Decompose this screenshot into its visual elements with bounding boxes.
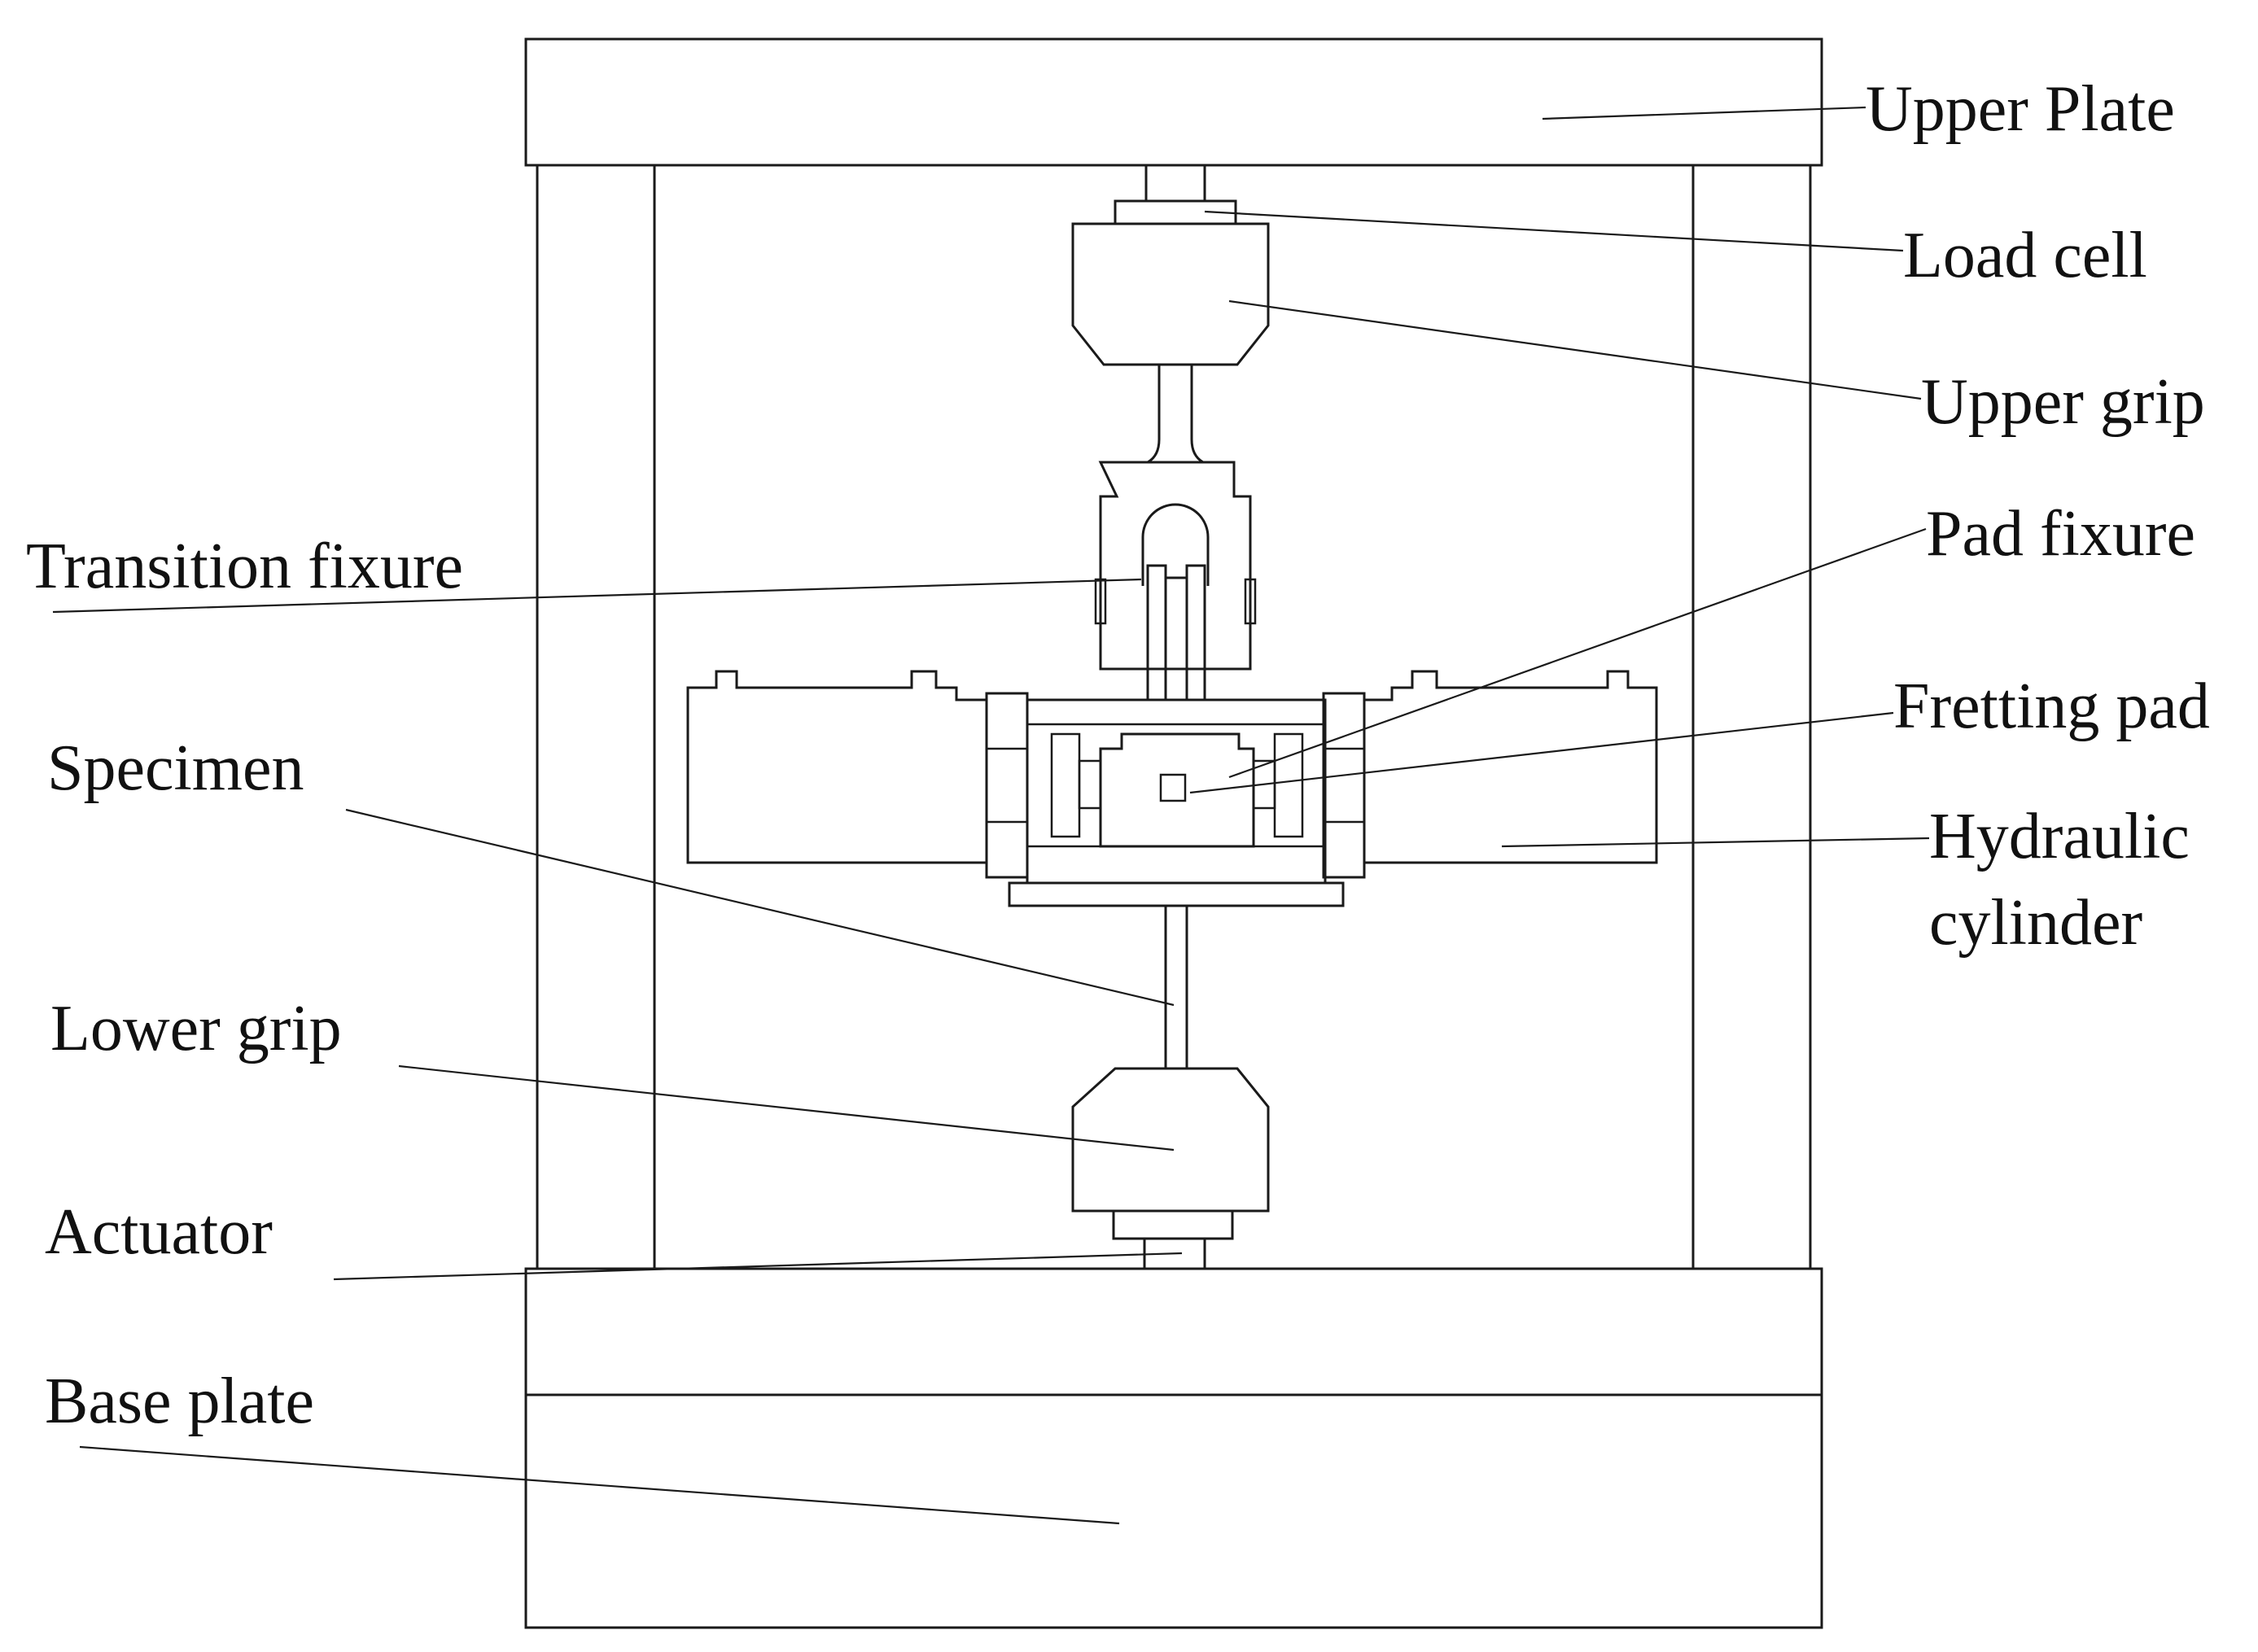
label-transition-fixure: Transition fixure	[26, 531, 463, 602]
transition-pin-right	[1244, 578, 1257, 625]
leader-transition-fixure	[52, 578, 1142, 614]
right-column	[1691, 164, 1812, 1270]
label-lower-grip: Lower grip	[50, 993, 342, 1064]
fretting-pad	[1159, 773, 1187, 802]
fixture-outer-frame	[1026, 698, 1327, 885]
pad-holder-right-outer	[1273, 732, 1304, 838]
specimen	[1164, 904, 1188, 1070]
fixture-side-block-left	[985, 692, 1029, 879]
load-cell-stem	[1144, 164, 1206, 203]
label-upper-grip: Upper grip	[1921, 366, 2205, 438]
label-hydraulic-cylinder-line1: Hydraulic	[1929, 801, 2190, 872]
pad-fixture-assembly	[985, 692, 1366, 907]
leader-lower-grip	[398, 1064, 1175, 1152]
upper-load-train	[1071, 164, 1270, 701]
lower-load-train	[1071, 904, 1270, 1270]
clevis-plate-center	[1164, 576, 1188, 701]
clevis-plate-left	[1146, 564, 1167, 701]
pad-fixure	[1099, 732, 1255, 848]
frame	[524, 37, 1823, 1629]
label-hydraulic-cylinder-line2: cylinder	[1929, 887, 2142, 959]
left-column	[536, 164, 656, 1270]
label-pad-fixure: Pad fixure	[1926, 498, 2195, 570]
label-base-plate: Base plate	[45, 1366, 314, 1437]
transition-fixure-slot	[1141, 503, 1210, 586]
leader-upper-grip	[1228, 299, 1922, 400]
leader-load-cell	[1204, 210, 1904, 252]
upper-grip	[1071, 222, 1270, 366]
pad-holder-left-outer	[1050, 732, 1081, 838]
upper-grip-neck	[1147, 365, 1204, 464]
clevis-plate-right	[1185, 564, 1206, 701]
base-plate	[524, 1267, 1823, 1629]
lower-grip	[1071, 1067, 1270, 1213]
leader-pad-fixure	[1228, 527, 1927, 779]
hydraulic-cylinder-right	[1363, 670, 1658, 864]
label-upper-plate: Upper Plate	[1866, 73, 2175, 145]
lower-grip-base	[1112, 1209, 1234, 1240]
label-actuator: Actuator	[45, 1196, 273, 1268]
labels: Upper Plate Load cell Upper grip Pad fix…	[26, 73, 2210, 1437]
hydraulic-cylinder-left	[686, 670, 988, 864]
fixture-side-block-right	[1322, 692, 1366, 879]
leader-lines	[52, 106, 1930, 1525]
transition-fixure	[1098, 461, 1252, 671]
leader-hydraulic-cylinder	[1501, 837, 1930, 848]
pad-holder-left-inner	[1078, 759, 1102, 810]
leader-actuator	[333, 1252, 1183, 1281]
fixture-bottom-plate	[1008, 881, 1345, 907]
transition-pin-left	[1094, 578, 1107, 625]
leader-upper-plate	[1542, 106, 1866, 120]
label-specimen: Specimen	[47, 732, 304, 804]
leader-base-plate	[79, 1445, 1120, 1525]
leader-fretting-pad	[1189, 711, 1894, 794]
hydraulic-cylinders	[686, 670, 1658, 864]
leader-specimen	[345, 808, 1175, 1007]
label-fretting-pad: Fretting pad	[1893, 671, 2210, 742]
upper-plate	[524, 37, 1823, 167]
label-load-cell: Load cell	[1903, 220, 2147, 291]
